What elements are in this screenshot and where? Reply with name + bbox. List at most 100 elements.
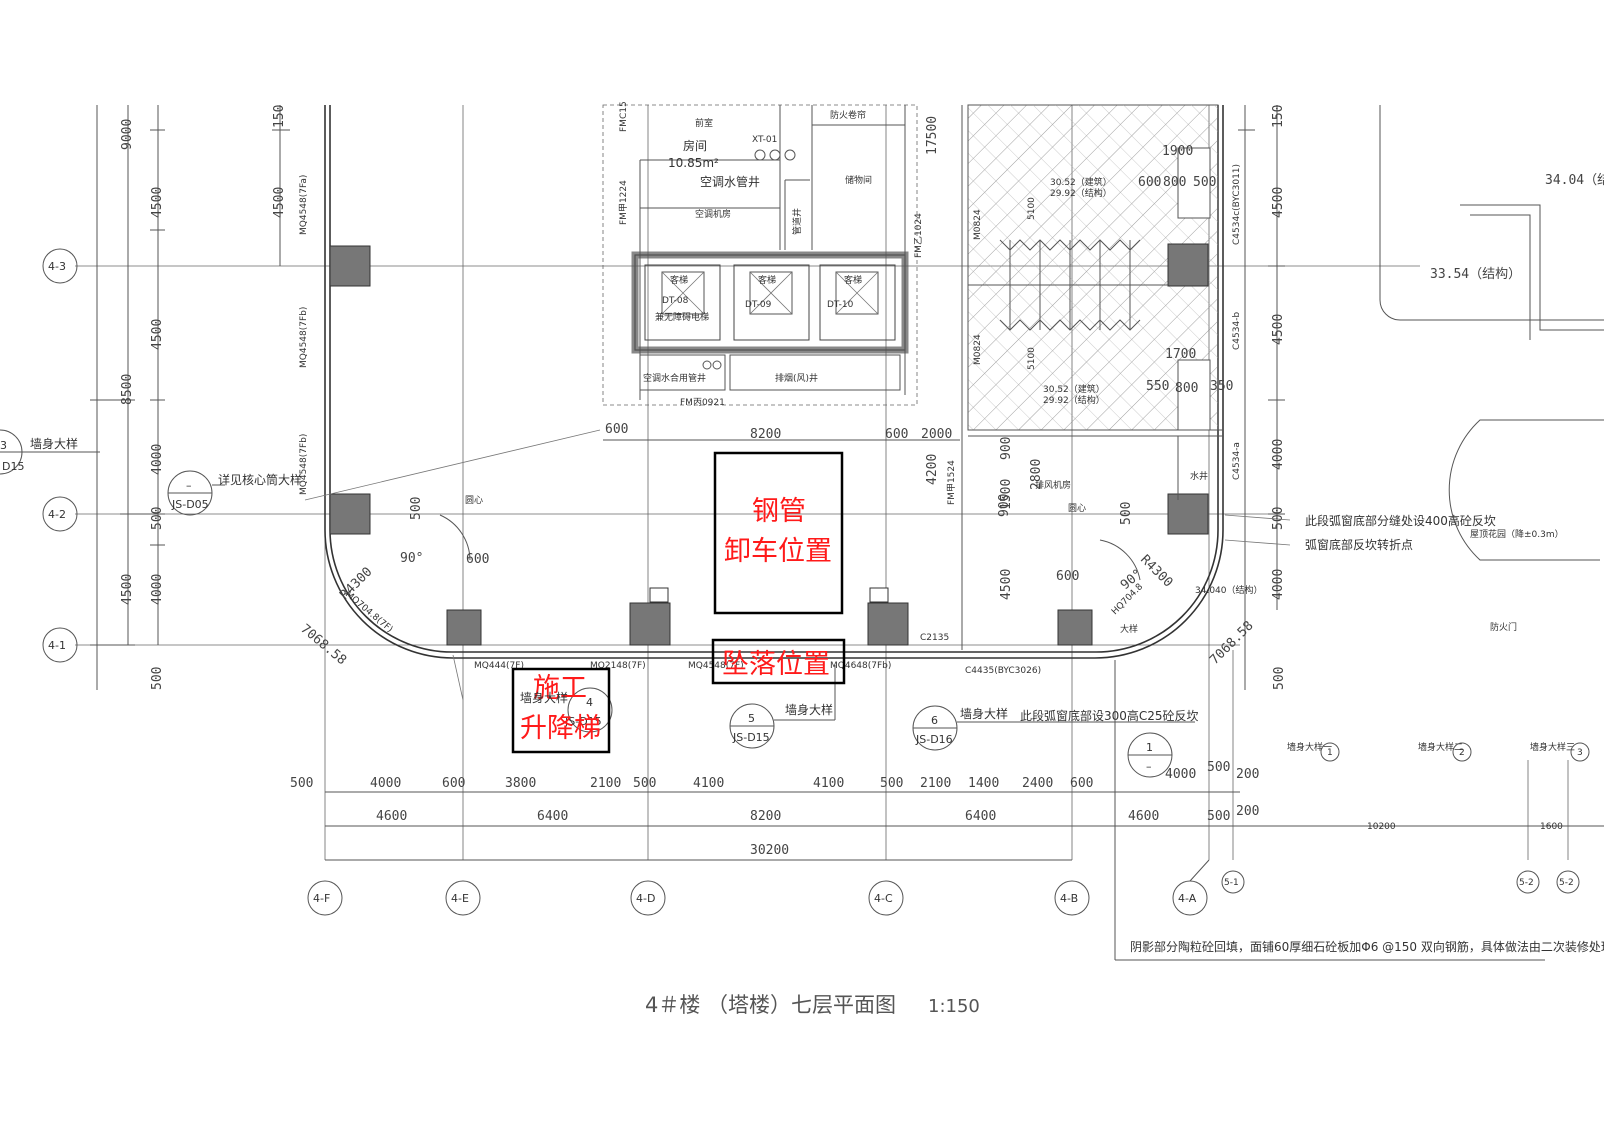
dim-core-0: 600 <box>605 422 628 437</box>
label-c4534c: C4534c(BYC3011) <box>1232 164 1242 245</box>
label-wall-detail-6: 墙身大样 <box>960 706 1008 721</box>
label-dt-10: DT-10 <box>827 300 854 310</box>
dim-left-4500: 4500 <box>120 574 135 605</box>
label-deg-left: 90° <box>400 551 423 566</box>
label-area: 10.85m² <box>668 156 719 170</box>
dim-misc-17: 500 <box>1272 667 1287 690</box>
marker-6: 6 <box>931 714 938 727</box>
axis-4-F: 4-F <box>313 892 330 905</box>
axis-4-D: 4-D <box>636 892 655 905</box>
label-c2135: C2135 <box>920 633 949 643</box>
label-fig: 大样 <box>1120 623 1138 635</box>
marker-js-d16: JS-D16 <box>915 733 953 746</box>
dim-b1-12: 600 <box>1070 776 1093 791</box>
dim-b2-0: 4600 <box>376 809 407 824</box>
dim-right-0: 150 <box>1271 105 1286 128</box>
label-garden: 屋顶花园（降±0.3m） <box>1470 528 1564 540</box>
axis-4-A: 4-A <box>1178 892 1197 905</box>
dim-misc-6: 800 <box>1175 381 1198 396</box>
label-m0824: M0824 <box>973 209 983 240</box>
label-center-left: 圆心 <box>465 495 483 506</box>
annotation-fall-position: 坠落位置 <box>711 638 846 685</box>
dim-left-inner-4: 4000 <box>150 574 165 605</box>
structural-columns <box>329 245 1209 646</box>
marker-dash: – <box>186 479 192 492</box>
label-fm3: FM乙1024 <box>913 213 924 258</box>
label-dt-08: DT-08 <box>662 296 689 306</box>
label-small3: 墙身大样三 <box>1530 741 1575 753</box>
label-c4534b: C4534-b <box>1232 312 1242 350</box>
label-mq1: MQ444(7F) <box>474 661 524 671</box>
label-accessible: 兼无障碍电梯 <box>655 311 709 323</box>
axis-4-3: 4-3 <box>48 260 66 273</box>
axis-4-2: 4-2 <box>48 508 66 521</box>
core-area <box>602 104 918 406</box>
annotation-steel-pipe-line2: 卸车位置 <box>724 536 832 567</box>
right-dimensions: 150 4500 4500 4000 500 4000 <box>1238 105 1286 690</box>
drawing-note: 阴影部分陶粒砼回填，面铺60厚细石砼板加Φ6 @150 双向钢筋，具体做法由二次… <box>1130 939 1604 954</box>
dim-core-5: 4200 <box>925 454 940 485</box>
dim-left-outer-2: 500 <box>150 667 165 690</box>
axis-5-2b: 5-2 <box>1559 878 1574 888</box>
dim-b1-1: 4000 <box>370 776 401 791</box>
dim-right-4: 500 <box>1271 507 1286 530</box>
dim-right-1: 4500 <box>1271 187 1286 218</box>
dim-core-1: 8200 <box>750 427 781 442</box>
axis-4-1: 4-1 <box>48 639 66 652</box>
marker-js4: JS-D15 <box>564 715 602 728</box>
marker-sc2: 2 <box>1459 748 1465 758</box>
dim-right-2: 4500 <box>1271 314 1286 345</box>
drawing-scale: 1:150 <box>928 996 980 1017</box>
label-bal4: 29.92（结构） <box>1043 394 1105 406</box>
axis-4-B: 4-B <box>1060 892 1078 905</box>
label-elevator-1: 客梯 <box>670 274 688 286</box>
dim-b1-10: 1400 <box>968 776 999 791</box>
dim-b1-15: 200 <box>1236 767 1259 782</box>
label-m0824b: M0824 <box>973 334 983 365</box>
marker-js-d05: JS-D05 <box>171 498 209 511</box>
dim-misc-9: 1500 <box>999 479 1014 510</box>
dim-left-inner-1: 4500 <box>150 319 165 350</box>
dim-b1-3: 3800 <box>505 776 536 791</box>
dim-b1-13: 4000 <box>1165 767 1196 782</box>
drawing-footer: 阴影部分陶粒砼回填，面铺60厚细石砼板加Φ6 @150 双向钢筋，具体做法由二次… <box>645 939 1604 1017</box>
annotation-hoist-line2: 升降梯 <box>520 713 601 744</box>
dim-misc-2: 800 <box>1163 175 1186 190</box>
label-water-well: 水井 <box>1190 470 1208 482</box>
label-room: 房间 <box>683 138 707 153</box>
dim-left-inner-2: 4000 <box>150 444 165 475</box>
dim-right-5: 4000 <box>1271 569 1286 600</box>
dim-misc-10: 900 <box>999 437 1014 460</box>
bottom-dimensions: 500 4000 600 3800 2100 500 4100 4100 500… <box>290 760 1604 861</box>
drawing-title: 4＃楼 （塔楼）七层平面图 <box>645 993 896 1017</box>
label-level2: 33.54（结构） <box>1430 267 1521 282</box>
left-dimensions: 9000 8500 500 4500 4500 4000 500 4000 45… <box>90 105 290 690</box>
dim-right-3: 4000 <box>1271 439 1286 470</box>
axis-4-C: 4-C <box>874 892 893 905</box>
dim-b2-5: 500 <box>1207 809 1230 824</box>
annotation-steel-pipe-line1: 钢管 <box>752 496 806 527</box>
dim-misc-3: 500 <box>1193 175 1216 190</box>
dim-b2-6: 200 <box>1236 804 1259 819</box>
marker-1-dash: – <box>1146 760 1152 773</box>
label-bal2: 29.92（结构） <box>1050 187 1112 199</box>
label-hole1: 5100 <box>1027 197 1037 220</box>
label-arc-right: 7068.58 <box>1207 618 1256 667</box>
dim-b2-3: 6400 <box>965 809 996 824</box>
label-mq-arc: MQ704.8(7F) <box>343 590 394 635</box>
annotation-steel-pipe: 钢管 卸车位置 <box>713 451 844 615</box>
dim-misc-13: 600 <box>1056 569 1079 584</box>
dim-core-2: 600 <box>885 427 908 442</box>
dim-core-4: 17500 <box>925 116 940 155</box>
marker-sc3: 3 <box>1577 748 1583 758</box>
marker-5: 5 <box>748 712 755 725</box>
dim-b1-14: 500 <box>1207 760 1230 775</box>
label-pipe-well: 管道井 <box>791 208 803 235</box>
marker-d15: D15 <box>2 460 24 473</box>
label-storage: 储物间 <box>845 174 872 186</box>
label-wall-detail-1: 墙身大样 <box>30 436 78 451</box>
dim-misc-16: 900 <box>997 494 1012 517</box>
dim-misc-14: 500 <box>409 497 424 520</box>
label-fire: 防火卷帘 <box>830 109 866 121</box>
label-bal3: 30.52（建筑） <box>1043 383 1105 395</box>
